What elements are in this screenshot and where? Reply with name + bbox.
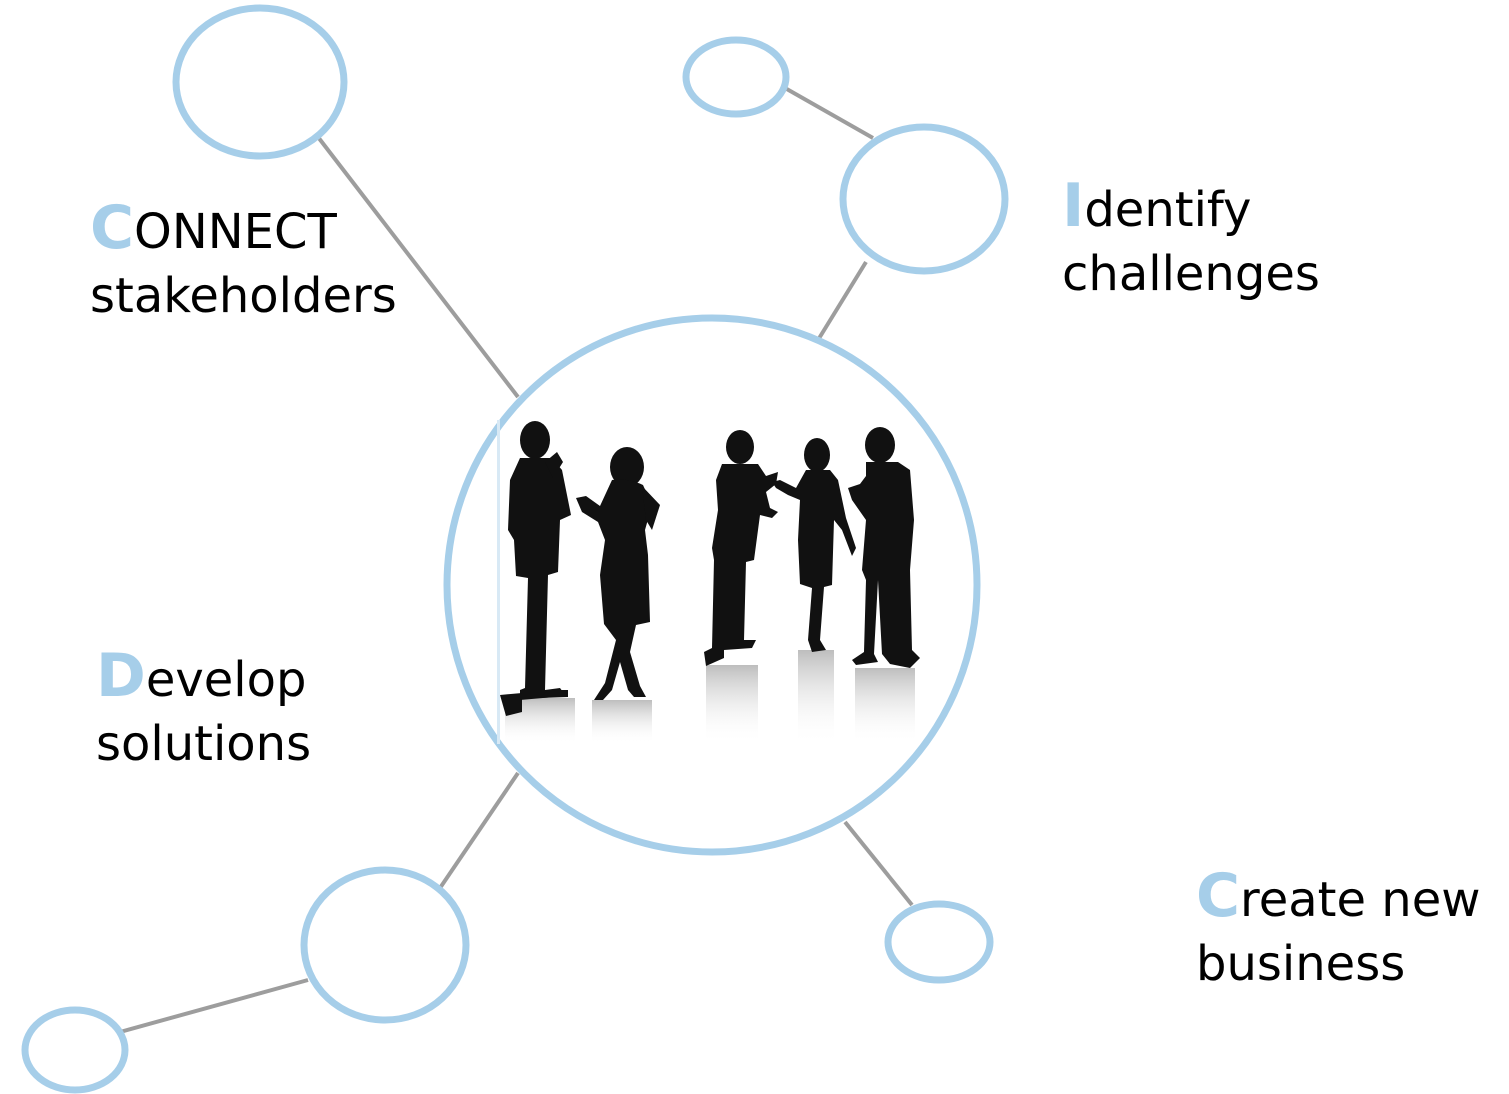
label-identify-initial: I <box>1062 171 1085 241</box>
person-man-gesturing <box>704 430 778 666</box>
label-identify-challenges: Identify challenges <box>1062 174 1320 306</box>
label-develop-solutions: Develop solutions <box>96 644 311 776</box>
node-top-left <box>172 4 348 160</box>
label-create-rest: reate new <box>1240 872 1481 928</box>
connector-right-to-hub <box>816 260 868 342</box>
silhouette-reflection <box>505 650 915 744</box>
label-develop-line1: Develop <box>96 644 311 712</box>
label-create-line2: business <box>1196 936 1406 992</box>
label-connect-line2: stakeholders <box>90 268 397 324</box>
label-connect-rest: ONNECT <box>134 204 337 260</box>
label-develop-initial: D <box>96 641 146 711</box>
label-create-initial: C <box>1196 861 1241 931</box>
label-develop-rest: evelop <box>145 652 307 708</box>
label-develop-line2: solutions <box>96 716 312 772</box>
connector-hub-to-top-left <box>316 135 520 399</box>
connector-hub-to-bottom-left <box>438 771 520 890</box>
label-identify-line1: Identify <box>1062 174 1320 242</box>
label-identify-rest: dentify <box>1084 182 1252 238</box>
node-bottom-left-small <box>21 1006 129 1094</box>
label-connect-initial: C <box>90 193 135 263</box>
node-right <box>839 123 1009 275</box>
connector-hub-to-bottom-right <box>843 820 914 907</box>
person-man-thinking <box>500 421 571 716</box>
picture-edge <box>497 420 500 744</box>
node-top-small <box>682 36 790 118</box>
label-create-new-business: Create new business <box>1196 864 1481 996</box>
label-identify-line2: challenges <box>1062 246 1320 302</box>
people-silhouette-image <box>497 420 920 744</box>
label-create-line1: Create new <box>1196 864 1481 932</box>
connector-top-small-to-right <box>784 86 874 140</box>
connector-lines <box>119 86 914 1034</box>
person-woman-right <box>772 438 856 652</box>
satellite-nodes <box>21 4 1009 1094</box>
label-connect-line1: CONNECT <box>90 196 397 264</box>
node-bottom-right <box>884 900 994 984</box>
hub-circle <box>443 314 981 856</box>
label-connect-stakeholders: CONNECT stakeholders <box>90 196 397 328</box>
node-bottom-left <box>300 866 470 1024</box>
connector-bottom-left-to-small <box>119 978 309 1034</box>
person-man-arms-crossed <box>848 427 920 668</box>
person-woman-left <box>576 447 660 700</box>
